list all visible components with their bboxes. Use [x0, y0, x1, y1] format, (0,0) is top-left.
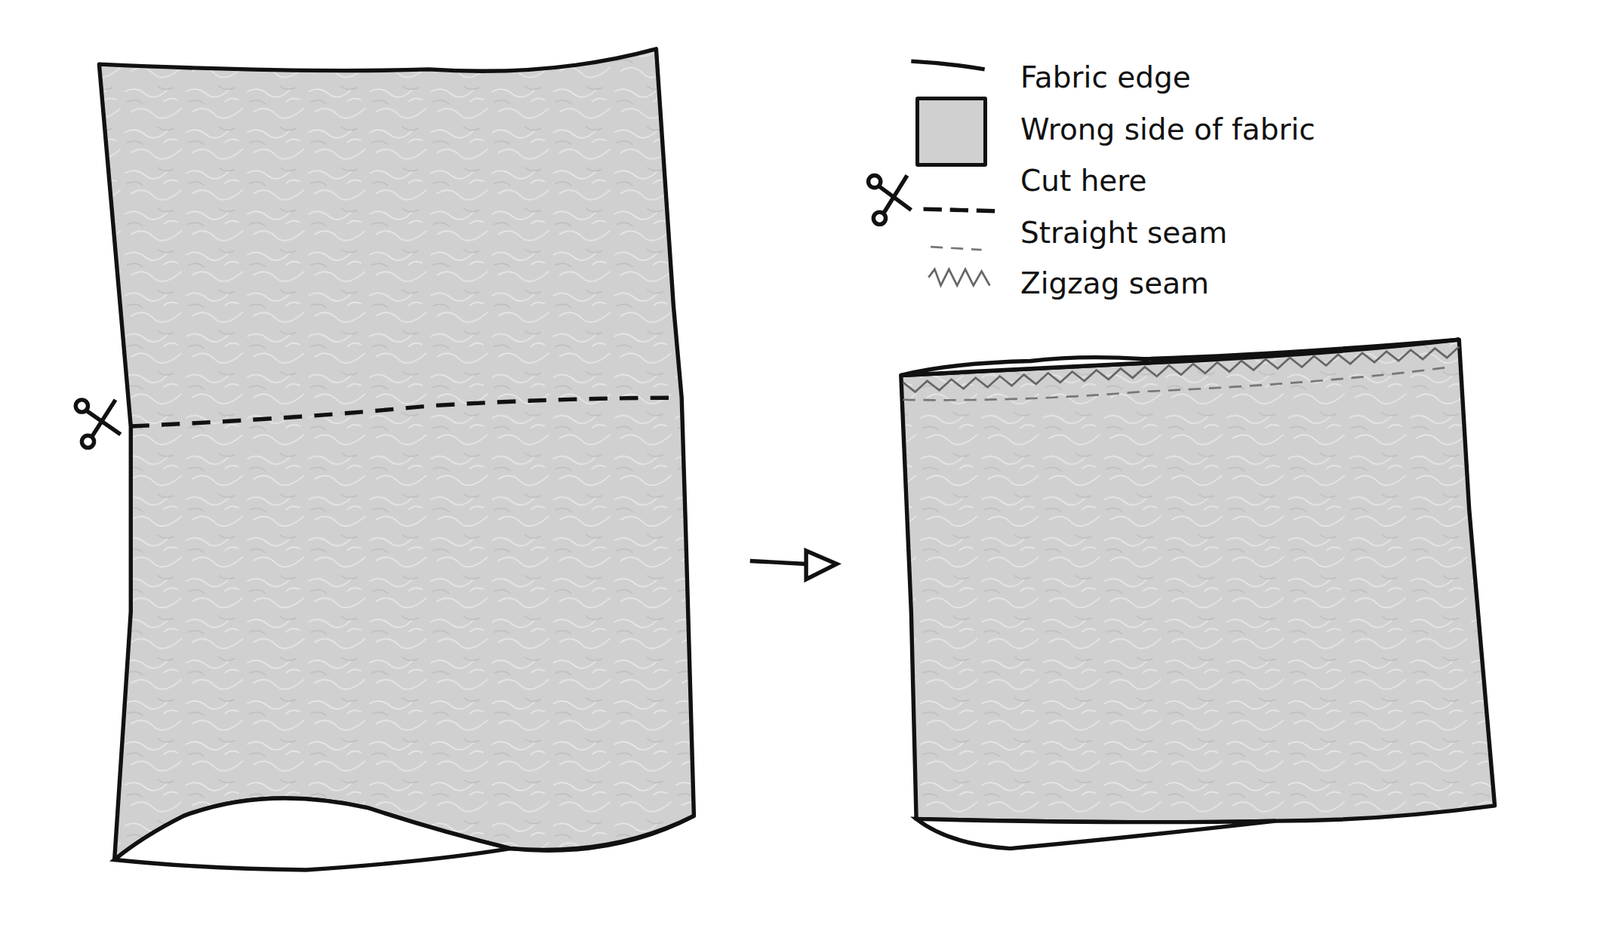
process-arrow — [750, 550, 837, 580]
cut-line — [130, 397, 682, 427]
legend-label: Cut here — [1020, 166, 1148, 196]
scissors-symbol — [75, 400, 120, 449]
legend-label: Straight seam — [1020, 218, 1228, 248]
legend-label: Zigzag seam — [1020, 268, 1210, 299]
legend-swatch — [915, 96, 988, 167]
fabric-tube — [98, 49, 694, 871]
legend-label: Wrong side of fabric — [1020, 114, 1316, 145]
legend-label: Fabric edge — [1020, 62, 1191, 93]
hemmed-fabric — [901, 339, 1496, 850]
legend-samples — [868, 61, 999, 286]
